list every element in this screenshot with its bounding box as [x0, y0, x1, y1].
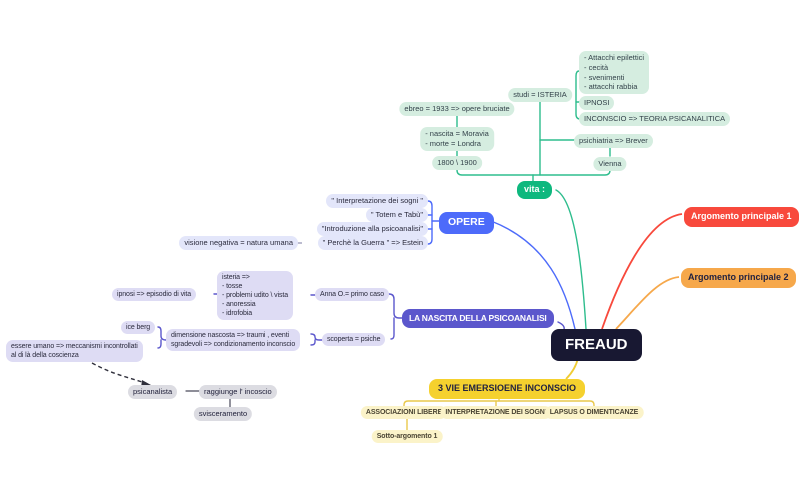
opera-interpretazione-node[interactable]: " Interpretazione dei sogni "	[326, 194, 428, 208]
associazioni-libere-node[interactable]: ASSOCIAZIONI LIBERE	[360, 406, 448, 420]
opere-branch-node[interactable]: OPERE	[439, 212, 494, 234]
opera-introduzione-node[interactable]: "Introduzione alla psicoanalisi"	[316, 222, 428, 236]
psichiatria-node[interactable]: psichiatria => Brever	[574, 134, 653, 148]
opera-totem-node[interactable]: " Totem e Tabù"	[365, 208, 428, 222]
scoperta-psiche-node[interactable]: scoperta = psiche	[322, 333, 386, 347]
inconscio-teoria-node[interactable]: INCONSCIO => TEORIA PSICANALITICA	[579, 112, 731, 126]
argomento-principale-2-node[interactable]: Argomento principale 2	[681, 268, 796, 288]
sotto-argomento-node[interactable]: Sotto-argomento 1	[371, 430, 443, 444]
essere-umano-node[interactable]: essere umano => meccanismi incontrollati…	[6, 340, 143, 363]
argomento-principale-1-node[interactable]: Argomento principale 1	[684, 207, 799, 227]
dimensione-nascosta-node[interactable]: dimensione nascosta => traumi , eventi s…	[166, 329, 301, 352]
lapsus-dimenticanze-node[interactable]: LAPSUS O DIMENTICANZE	[544, 406, 644, 420]
anna-o-node[interactable]: Anna O.= primo caso	[315, 288, 390, 302]
ice-berg-node[interactable]: ice berg	[121, 321, 156, 335]
visione-negativa-node[interactable]: visione negativa = natura umana	[179, 236, 298, 250]
nascita-psicoanalisi-branch-node[interactable]: LA NASCITA DELLA PSICOANALISI	[402, 309, 554, 329]
svisceramento-node[interactable]: svisceramento	[193, 407, 253, 421]
vita-branch-node[interactable]: vita :	[517, 181, 553, 199]
isteria-list-node[interactable]: isteria => - tosse - problemi udito \ vi…	[217, 271, 294, 321]
root-node-freaud[interactable]: FREAUD	[551, 329, 642, 361]
vienna-node[interactable]: Vienna	[593, 157, 627, 171]
interpretazione-sogni-node[interactable]: INTERPRETAZIONE DEI SOGNI	[440, 406, 552, 420]
tre-vie-branch-node[interactable]: 3 VIE EMERSIOENE INCONSCIO	[429, 379, 586, 399]
raggiunge-inconscio-node[interactable]: raggiunge l' incoscio	[199, 385, 277, 399]
opera-perche-guerra-node[interactable]: " Perchè la Guerra " => Estein	[317, 236, 428, 250]
symptoms-list-node[interactable]: - Attacchi epilettici - cecità - svenime…	[579, 51, 650, 94]
ipnosi-node[interactable]: IPNOSI	[579, 96, 615, 110]
nascita-morte-node[interactable]: - nascita = Moravia - morte = Londra	[420, 127, 494, 151]
psicanalista-node[interactable]: psicanalista	[128, 385, 178, 399]
ipnosi-episodio-node[interactable]: ipnosi => episodio di vita	[112, 288, 197, 302]
ebreo-node[interactable]: ebreo = 1933 => opere bruciate	[399, 102, 515, 116]
studi-isteria-node[interactable]: studi = ISTERIA	[508, 88, 572, 102]
anni-node[interactable]: 1800 \ 1900	[432, 156, 482, 170]
